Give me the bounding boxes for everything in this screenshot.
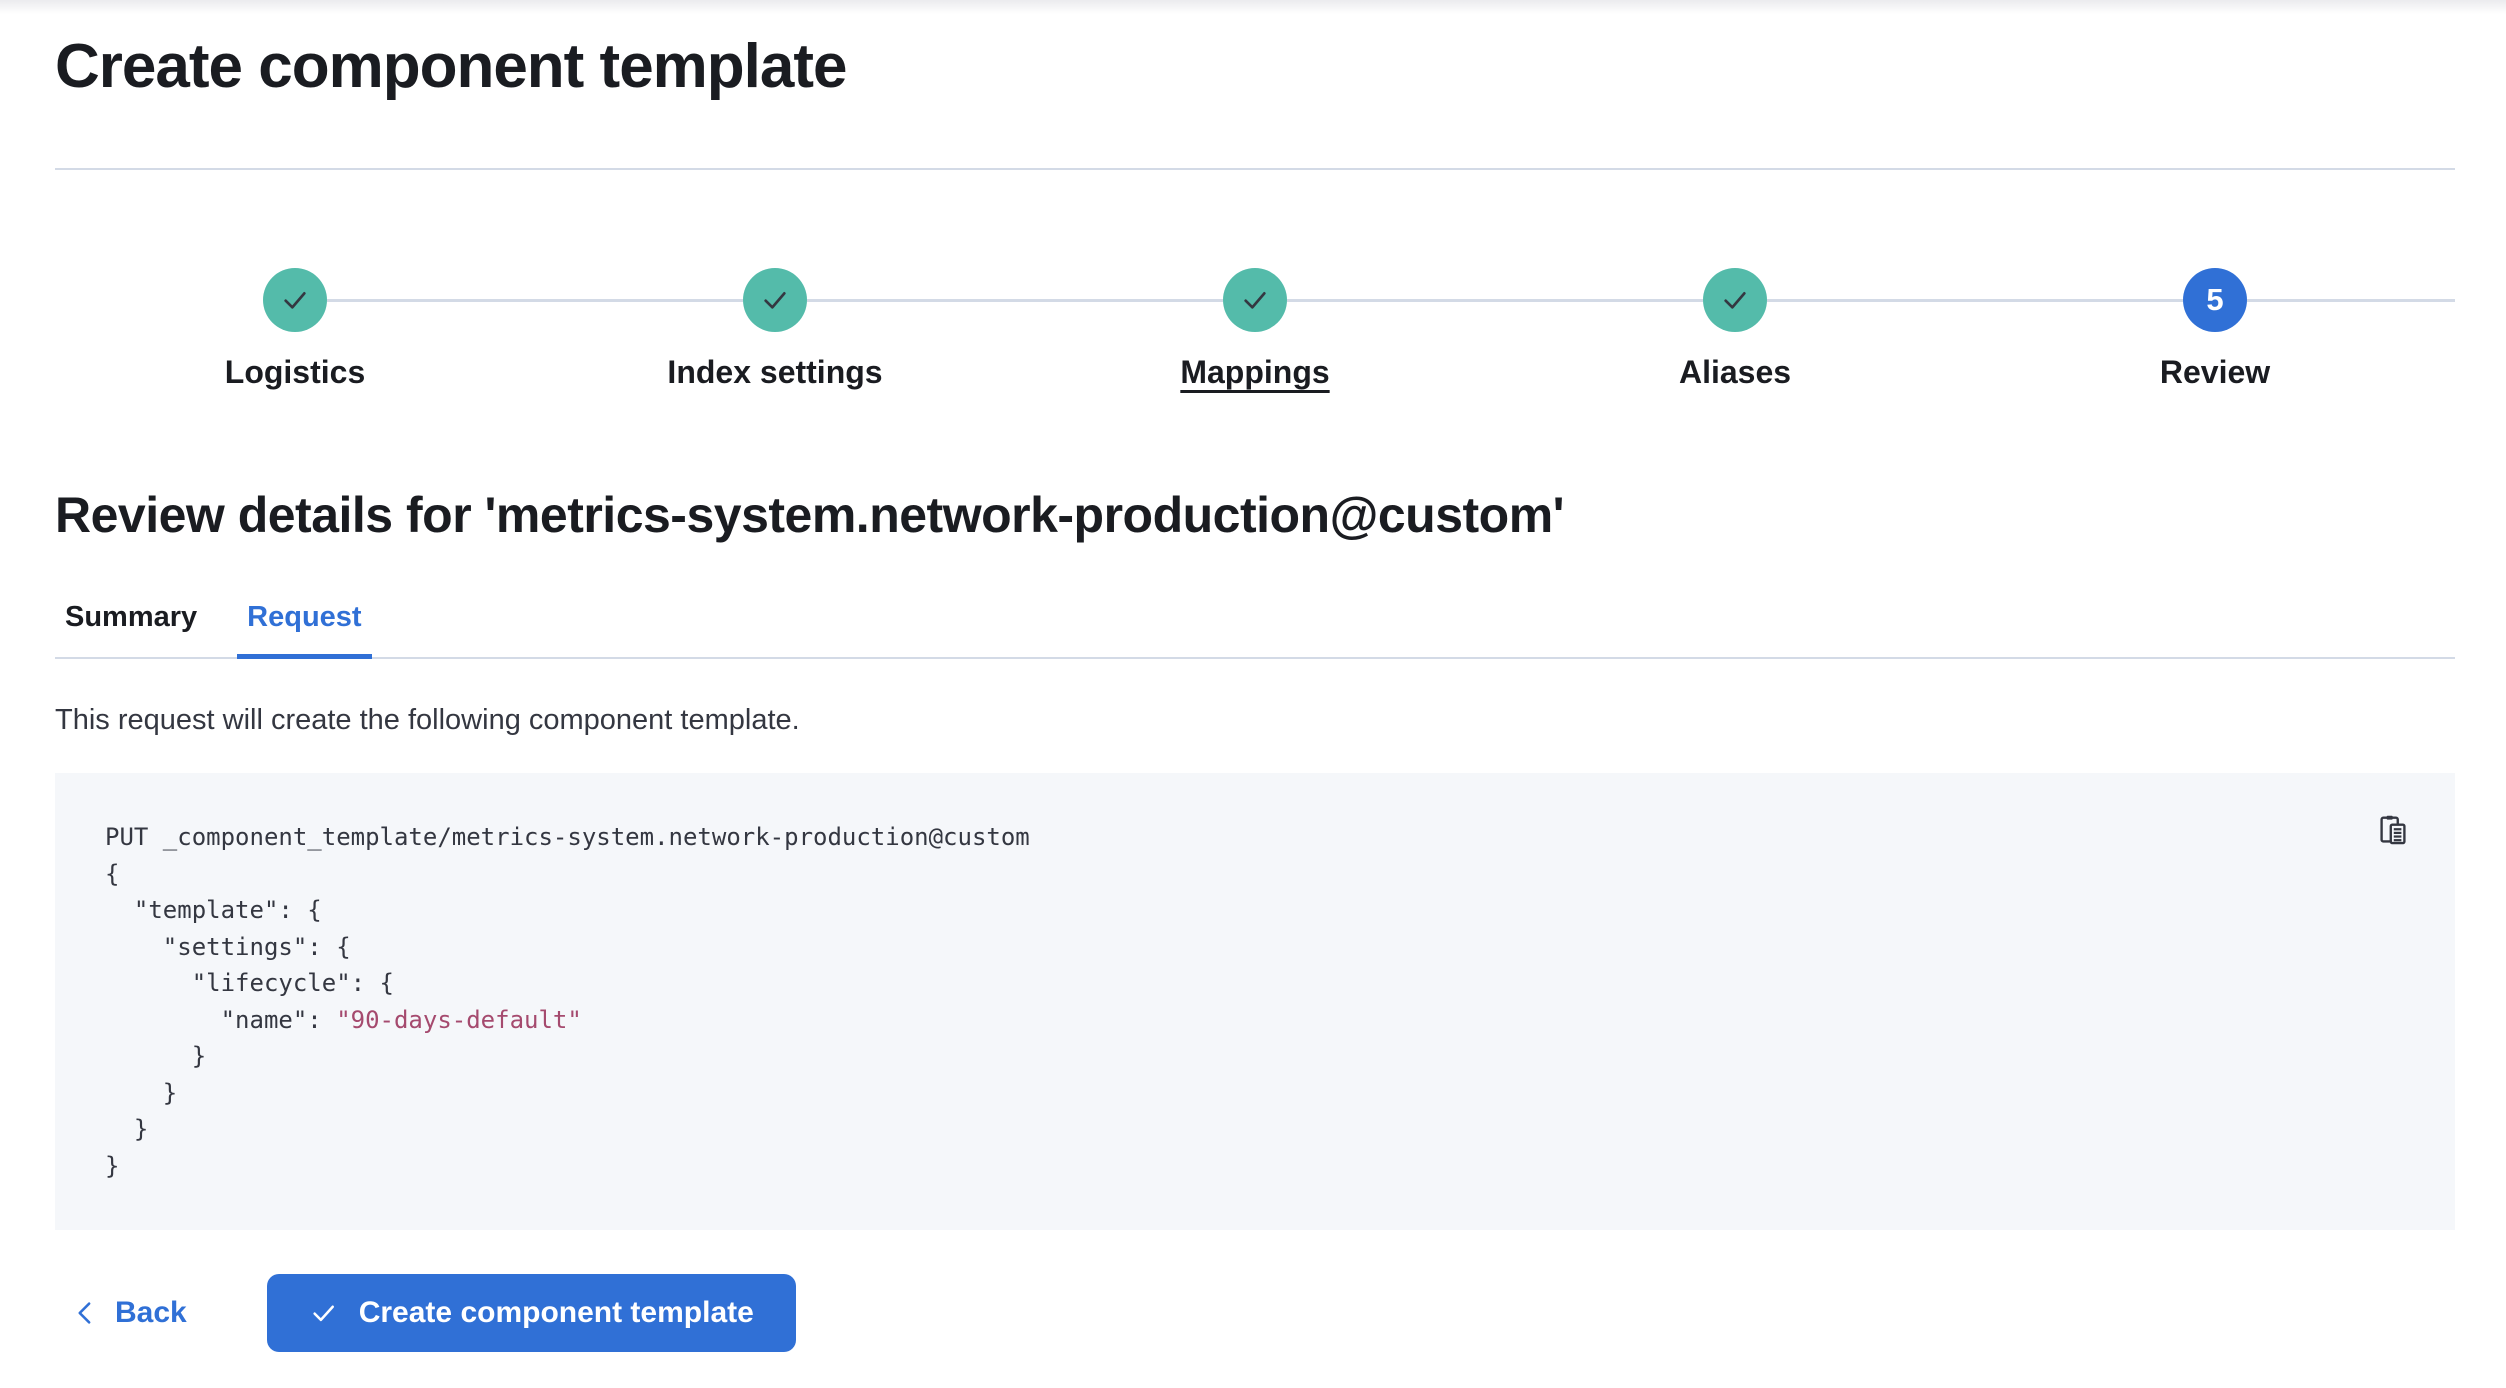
step-number: 5 [2206,282,2224,317]
request-code-block: PUT _component_template/metrics-system.n… [55,773,2455,1230]
window-top-edge [0,0,2506,14]
step-status-circle [263,268,327,332]
request-description: This request will create the following c… [55,704,800,736]
step-label: Index settings [667,354,883,390]
request-code: PUT _component_template/metrics-system.n… [105,819,2405,1184]
create-button-label: Create component template [358,1296,754,1329]
step-status-circle [1703,268,1767,332]
copy-button[interactable] [2369,807,2417,855]
stepper: Logistics Index settings [55,268,2455,391]
step[interactable]: 5 Review [1975,268,2455,391]
tab[interactable]: Summary [65,601,198,633]
header-divider [55,168,2455,170]
step-label: Aliases [1678,354,1792,390]
code-line: } [105,1078,178,1107]
check-icon [309,1298,339,1328]
check-icon [1719,284,1751,316]
step-label: Review [2159,354,2271,390]
step[interactable]: Index settings [535,268,1015,391]
check-icon [1239,284,1271,316]
step-label: Logistics [224,354,366,390]
code-line: "template": { [105,896,322,924]
step[interactable]: Mappings [1015,268,1495,391]
tab[interactable]: Request [237,601,372,659]
step-status-circle [743,268,807,332]
step-label: Mappings [1180,354,1330,390]
code-line: { [105,859,120,888]
copy-clipboard-icon [2374,812,2412,850]
check-icon [759,284,791,316]
code-line: } [105,1115,149,1143]
back-button-label: Back [115,1296,187,1329]
chevron-left-icon [71,1298,101,1328]
step-status-circle: 5 [2183,268,2247,332]
code-line: "settings": { [105,932,351,961]
code-line: "lifecycle": { [105,969,394,997]
code-line: } [105,1042,207,1070]
check-icon [279,284,311,316]
code-line: } [105,1151,120,1180]
code-line: PUT _component_template/metrics-system.n… [105,823,1030,851]
wizard-footer: Back Create component template [55,1274,2455,1352]
page-title: Create component template [55,32,848,101]
code-line: "name": "90-days-default" [105,1005,582,1034]
step[interactable]: Logistics [55,268,535,391]
step[interactable]: Aliases [1495,268,1975,391]
review-heading: Review details for 'metrics-system.netwo… [55,487,1565,543]
tabs: Summary Request [55,601,2455,659]
back-button[interactable]: Back [55,1296,203,1330]
create-component-template-page: Create component template Logistics [0,28,2506,1352]
step-status-circle [1223,268,1287,332]
create-component-template-button[interactable]: Create component template [266,1274,796,1352]
